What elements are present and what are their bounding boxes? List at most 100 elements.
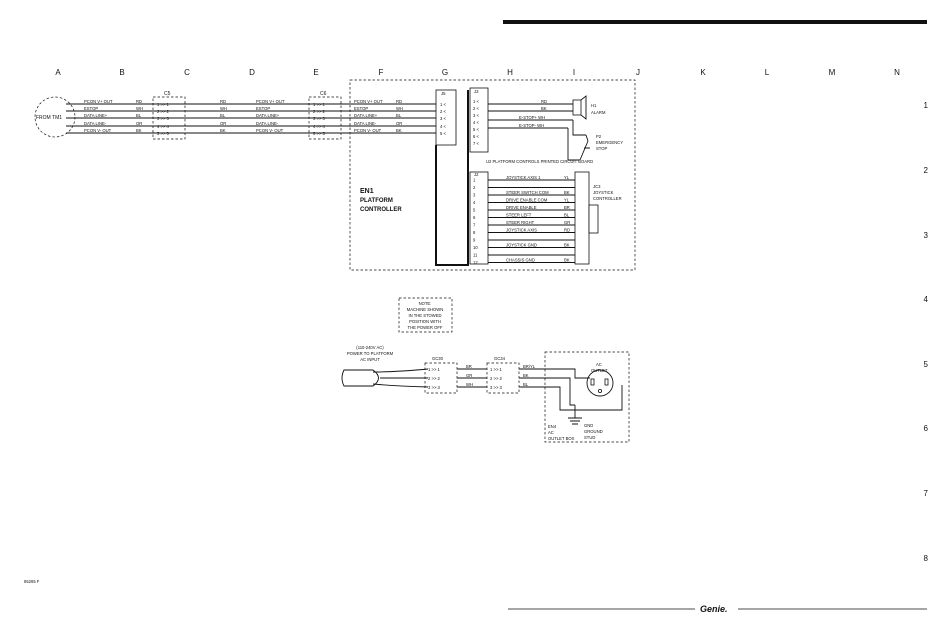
svg-text:4 <: 4 < [440, 124, 446, 129]
svg-text:3 >> 3: 3 >> 3 [313, 116, 326, 121]
svg-text:6 <: 6 < [473, 134, 479, 139]
note-line: POSITION WITH [409, 319, 441, 324]
upper-left-labels: PCON V+ OUT ESTOP DATA LINE+ DATA LINE- … [84, 99, 143, 133]
estop-text1: EMERGENCY [596, 140, 623, 145]
upper-wires [66, 103, 442, 134]
row-labels: 1 2 3 4 5 6 7 8 [924, 101, 929, 563]
jc3-title1: JC3 [593, 184, 601, 189]
svg-text:4 <: 4 < [473, 120, 479, 125]
wire-label: PCON V- OUT [256, 128, 284, 133]
svg-text:1 >> 1: 1 >> 1 [490, 367, 503, 372]
svg-text:3 <: 3 < [473, 113, 479, 118]
gnd-line: GND [584, 423, 593, 428]
wire-color: BL [396, 113, 402, 118]
row-label: 4 [924, 295, 929, 304]
svg-text:3 <: 3 < [440, 116, 446, 121]
joystick-signal: STEER SWITCH COM [506, 190, 549, 195]
j3-pins: 1 < 2 < 3 < 4 < 5 < 6 < 7 < [473, 99, 479, 146]
gc30-pins: 1 >> 1 2 >> 2 3 >> 3 [428, 367, 441, 390]
joystick-wire-color: BK [564, 190, 570, 195]
joystick-pin-left: 3 [473, 193, 476, 198]
ac-input-line: (110-240V AC) [356, 345, 384, 350]
brand-logo: Genie. [700, 604, 728, 614]
joystick-signal: CHASSIS GND [506, 258, 535, 263]
note-text: NOTE: MACHINE SHOWN IN THE STOWED POSITI… [407, 301, 444, 330]
doc-number: 85265 F [24, 579, 40, 584]
wire-color: BK [136, 128, 142, 133]
joystick-signal: STEER LEFT [506, 213, 532, 218]
joystick-pin-left: 12 [473, 260, 478, 265]
upper-mid-labels: RD WH BL OR BK PCON V+ OUT ESTOP DATA LI… [220, 99, 285, 133]
platform-label-2: PLATFORM [360, 198, 393, 204]
svg-text:2 >> 2: 2 >> 2 [313, 109, 326, 114]
ac-outlet-icon [586, 369, 614, 397]
wire-label: DATA LINE- [256, 121, 279, 126]
u2-label: U2 PLATFORM CONTROLS PRINTED CIRCUIT BOA… [486, 159, 593, 164]
svg-text:1 >> 1: 1 >> 1 [157, 102, 170, 107]
svg-text:1 <: 1 < [440, 102, 446, 107]
upper-right-labels: PCON V+ OUT ESTOP DATA LINE+ DATA LINE- … [354, 99, 403, 133]
svg-text:2 >> 2: 2 >> 2 [157, 109, 170, 114]
ground-icon [568, 405, 582, 425]
row-label: 6 [924, 424, 929, 433]
column-label: E [313, 68, 318, 77]
j5-pins: 1 < 2 < 3 < 4 < 5 < [440, 102, 446, 136]
wire-color: RD [136, 99, 142, 104]
note-line: NOTE: [419, 301, 432, 306]
svg-text:1 <: 1 < [473, 99, 479, 104]
svg-text:5 <: 5 < [440, 131, 446, 136]
joystick-pin-left: 7 [473, 223, 476, 228]
ac-input-line: AC INPUT [360, 357, 380, 362]
wire-color: BL [136, 113, 142, 118]
wire-color: WH [220, 106, 227, 111]
wire-color: BL [220, 113, 226, 118]
outlet-text2: OUTLET [591, 368, 608, 373]
c6-label: C6 [320, 91, 327, 97]
wire-color: BR [466, 364, 472, 369]
column-label: I [573, 68, 575, 77]
wire-color: GR [466, 373, 472, 378]
joystick-signal: JOYSTICK AXIS [506, 228, 537, 233]
box-line: AC [548, 430, 554, 435]
note-box [398, 297, 453, 333]
wire-color: BK [396, 128, 402, 133]
joystick-wire-color: BR [564, 205, 570, 210]
jc3-tab [588, 204, 599, 234]
j3-label: J3 [474, 89, 479, 94]
estop-text2: STOP [596, 146, 608, 151]
joystick-signal: JOYSTICK GND [506, 243, 537, 248]
joystick-pin-left: 9 [473, 238, 476, 243]
platform-label-3: CONTROLLER [360, 207, 402, 213]
wire-label: ESTOP [354, 106, 368, 111]
svg-text:7 <: 7 < [473, 141, 479, 146]
svg-text:3 >> 3: 3 >> 3 [428, 385, 441, 390]
column-label: G [442, 68, 448, 77]
column-label: H [507, 68, 513, 77]
wire-label: E-STOP- WH [519, 123, 544, 128]
c6-connector-box [308, 96, 342, 140]
joystick-signal: DRIVE ENABLE COM [506, 198, 548, 203]
box-line: EN4 [548, 424, 557, 429]
column-label: A [55, 68, 61, 77]
joystick-rows: 11JOYSTICK AXIS 1YL2233STEER SWITCH COMB… [473, 175, 583, 265]
svg-text:5 >> 5: 5 >> 5 [313, 131, 326, 136]
gc34-pins: 1 >> 1 2 >> 2 3 >> 3 [490, 367, 503, 390]
joystick-pin-left: 6 [473, 215, 476, 220]
wire-label: DATA LINE- [354, 121, 377, 126]
box-line: OUTLET BOX [548, 436, 575, 441]
svg-text:2 >> 2: 2 >> 2 [428, 376, 441, 381]
row-label: 5 [924, 360, 929, 369]
svg-text:4 >> 4: 4 >> 4 [157, 124, 170, 129]
alarm-symbol [572, 99, 582, 116]
gc30-label: GC30 [432, 356, 444, 361]
header-bar [503, 20, 927, 24]
joystick-wire-color: BL [564, 213, 570, 218]
wire-label: ESTOP [84, 106, 98, 111]
svg-text:2 >> 2: 2 >> 2 [490, 376, 503, 381]
en4-outlet-box [544, 351, 630, 443]
svg-text:4 >> 4: 4 >> 4 [313, 124, 326, 129]
platform-label-1: EN1 [360, 188, 374, 195]
tm1-connector-circle [34, 96, 76, 138]
wire-color: WH [466, 382, 473, 387]
